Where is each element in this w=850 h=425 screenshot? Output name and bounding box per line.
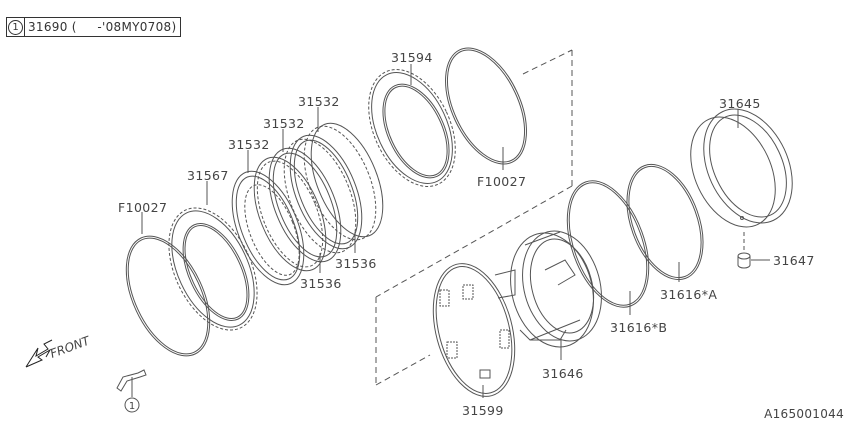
part-label[interactable]: F10027	[118, 200, 168, 215]
diagram-id: A165001044	[764, 407, 844, 421]
part-label[interactable]: 31646	[542, 366, 584, 381]
part-label[interactable]: 31599	[462, 403, 504, 418]
front-label: FRONT	[48, 333, 93, 361]
part-label[interactable]: 31645	[719, 96, 761, 111]
part-label[interactable]: 31536	[335, 256, 377, 271]
plate-31594[interactable]	[351, 56, 472, 201]
snap-ring-f10027-top[interactable]	[429, 35, 543, 176]
plate-31567[interactable]	[151, 194, 275, 344]
part-label[interactable]: 31616*A	[660, 287, 718, 302]
snap-ring-f10027-left[interactable]	[109, 223, 227, 369]
callout-index: 1	[129, 401, 135, 412]
ring-31599[interactable]	[420, 254, 529, 405]
drum-31646[interactable]	[494, 222, 613, 356]
clip-part[interactable]	[116, 369, 147, 392]
legend-box: 1 31690 ( -'08MY0708)	[6, 17, 182, 37]
housing-31645[interactable]	[674, 95, 810, 241]
seal-ring-31616-a[interactable]	[613, 154, 718, 290]
assembly-bracket	[375, 49, 573, 386]
part-label[interactable]: 31532	[263, 116, 305, 131]
legend-text: 31690 ( -'08MY0708)	[28, 20, 177, 34]
part-label[interactable]: 31532	[228, 137, 270, 152]
part-label[interactable]: 31616*B	[610, 320, 668, 335]
legend-index-number: 1	[8, 19, 23, 35]
part-label[interactable]: 31532	[298, 94, 340, 109]
part-label[interactable]: F10027	[477, 174, 527, 189]
front-arrow-icon	[25, 339, 53, 368]
part-label[interactable]: 31567	[187, 168, 229, 183]
callout-circle	[124, 397, 140, 413]
part-label[interactable]: 31594	[391, 50, 433, 65]
bushing-31647[interactable]	[737, 252, 751, 269]
legend-index: 1	[7, 18, 25, 36]
part-label[interactable]: 31536	[300, 276, 342, 291]
part-label[interactable]: 31647	[773, 253, 815, 268]
